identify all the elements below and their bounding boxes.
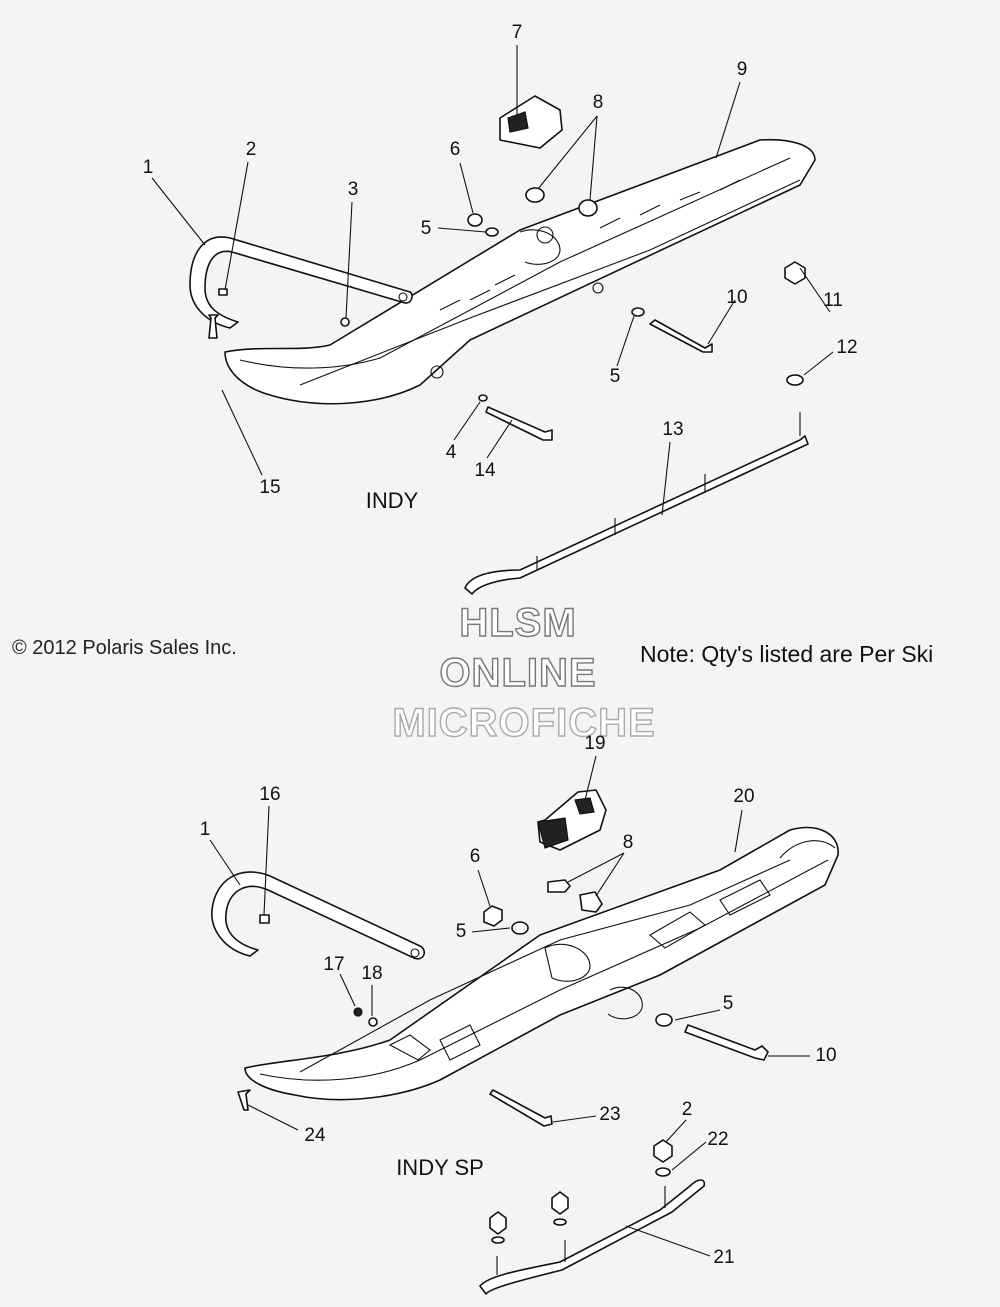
callout-5-sp: 5 bbox=[456, 921, 467, 942]
runner-13 bbox=[464, 412, 809, 595]
watermark-line-1: HLSM bbox=[459, 601, 576, 645]
bottom-leaders bbox=[209, 755, 810, 1257]
bolt-10-sp bbox=[684, 1024, 769, 1061]
bushing-8b bbox=[578, 199, 598, 217]
washer-5b-sp bbox=[655, 1013, 673, 1027]
bolt-10-top bbox=[649, 319, 713, 353]
callout-22: 22 bbox=[707, 1129, 728, 1150]
callout-2-sp: 2 bbox=[682, 1099, 693, 1120]
bushing-8a-sp bbox=[547, 879, 571, 893]
callout-5b-sp: 5 bbox=[723, 993, 734, 1014]
top-callouts: 1 2 3 6 5 7 8 9 10 11 12 5 4 14 15 13 bbox=[143, 22, 858, 498]
watermark-line-2: ONLINE bbox=[439, 651, 596, 695]
callout-8-top: 8 bbox=[593, 92, 604, 113]
callout-23: 23 bbox=[599, 1104, 620, 1125]
callout-15-top: 15 bbox=[259, 477, 280, 498]
copyright-text: © 2012 Polaris Sales Inc. bbox=[12, 637, 237, 659]
saddle-indy-sp bbox=[537, 789, 607, 851]
saddle-indy bbox=[499, 95, 563, 149]
indy-assembly bbox=[189, 95, 816, 595]
callout-7-top: 7 bbox=[512, 22, 523, 43]
callout-8-sp: 8 bbox=[623, 832, 634, 853]
callout-3-top: 3 bbox=[348, 179, 359, 200]
callout-10-sp: 10 bbox=[815, 1045, 836, 1066]
washer-18 bbox=[368, 1017, 378, 1027]
callout-20: 20 bbox=[733, 786, 754, 807]
callout-19: 19 bbox=[584, 733, 605, 754]
washer-5b-top bbox=[631, 307, 645, 317]
model-label-indy-sp: INDY SP bbox=[396, 1155, 484, 1180]
callout-9-top: 9 bbox=[737, 59, 748, 80]
nut-6-sp bbox=[483, 905, 503, 927]
washer-12 bbox=[786, 374, 804, 386]
clip-2-top bbox=[218, 288, 228, 296]
washer-5-sp bbox=[511, 921, 529, 935]
callout-18: 18 bbox=[361, 963, 382, 984]
qty-note: Note: Qty's listed are Per Ski bbox=[640, 641, 933, 667]
callout-6-sp: 6 bbox=[470, 846, 481, 867]
washer-4 bbox=[478, 394, 488, 402]
ski-loop-indy bbox=[189, 236, 413, 329]
bolt-14-top bbox=[485, 406, 553, 441]
callout-24: 24 bbox=[304, 1125, 326, 1146]
nut-6-top bbox=[467, 213, 483, 227]
callout-10-top: 10 bbox=[726, 287, 747, 308]
clip-16 bbox=[259, 914, 270, 924]
bushing-8b-sp bbox=[579, 891, 603, 913]
nut-17 bbox=[353, 1007, 363, 1017]
pin-15 bbox=[208, 314, 219, 339]
washer-5-top bbox=[485, 227, 499, 237]
callout-13-top: 13 bbox=[662, 419, 683, 440]
bottom-callouts: 19 16 1 6 8 20 5 17 18 5 10 23 24 2 22 2… bbox=[200, 733, 837, 1268]
callout-5-top: 5 bbox=[421, 218, 432, 239]
top-leaders bbox=[151, 45, 834, 516]
washer-22 bbox=[655, 1167, 671, 1177]
ski-loop-indy-sp bbox=[211, 871, 426, 960]
ski-body-indy bbox=[224, 138, 816, 405]
nut-3 bbox=[340, 317, 350, 327]
callout-6-top: 6 bbox=[450, 139, 461, 160]
callout-16: 16 bbox=[259, 784, 280, 805]
callout-2-top: 2 bbox=[246, 139, 257, 160]
callout-1-sp: 1 bbox=[200, 819, 211, 840]
callout-21: 21 bbox=[713, 1247, 734, 1268]
callout-12-top: 12 bbox=[836, 337, 857, 358]
model-label-indy: INDY bbox=[366, 488, 419, 513]
nut-2-sp bbox=[653, 1139, 673, 1163]
pin-24 bbox=[237, 1089, 251, 1111]
callout-5b-top: 5 bbox=[610, 366, 621, 387]
watermark-line-3: MICROFICHE bbox=[392, 701, 655, 745]
bolt-23 bbox=[489, 1089, 553, 1127]
runner-21 bbox=[479, 1179, 706, 1295]
callout-1-top: 1 bbox=[143, 157, 154, 178]
callout-4-top: 4 bbox=[446, 442, 457, 463]
ski-body-indy-sp bbox=[244, 826, 839, 1101]
watermark: HLSM ONLINE MICROFICHE bbox=[392, 600, 656, 745]
callout-14-top: 14 bbox=[474, 460, 496, 481]
indy-sp-assembly bbox=[211, 789, 839, 1295]
bushing-8a bbox=[525, 187, 545, 203]
nut-11 bbox=[784, 261, 806, 285]
callout-11-top: 11 bbox=[823, 290, 843, 311]
callout-17: 17 bbox=[323, 954, 344, 975]
